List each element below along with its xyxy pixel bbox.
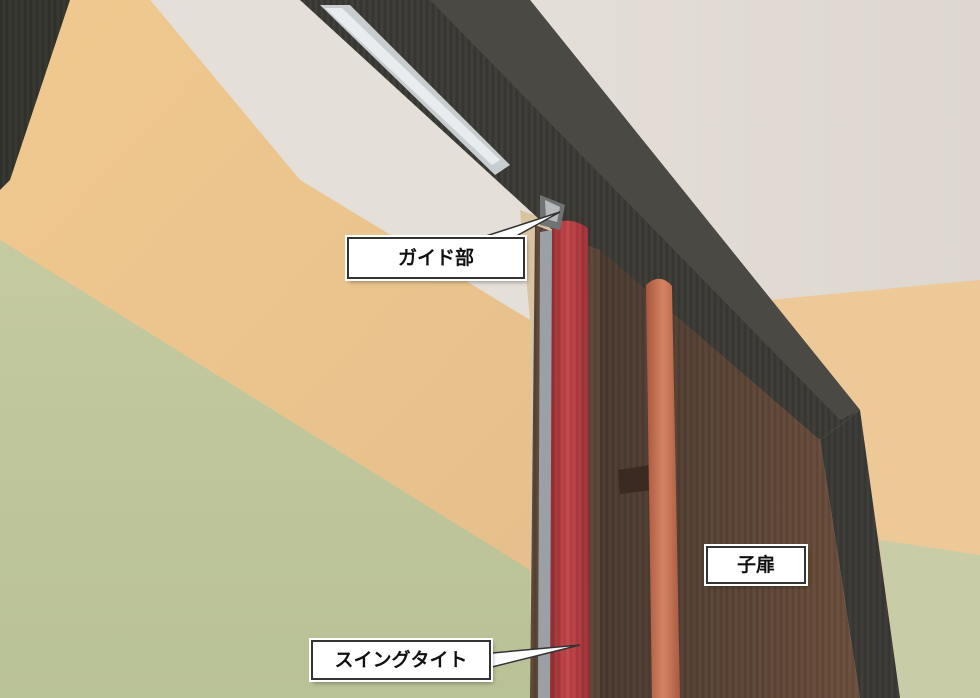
child-door-label: 子扉 — [706, 546, 806, 584]
swing-tight-label: スイングタイト — [311, 640, 491, 680]
guide-label: ガイド部 — [347, 237, 525, 279]
